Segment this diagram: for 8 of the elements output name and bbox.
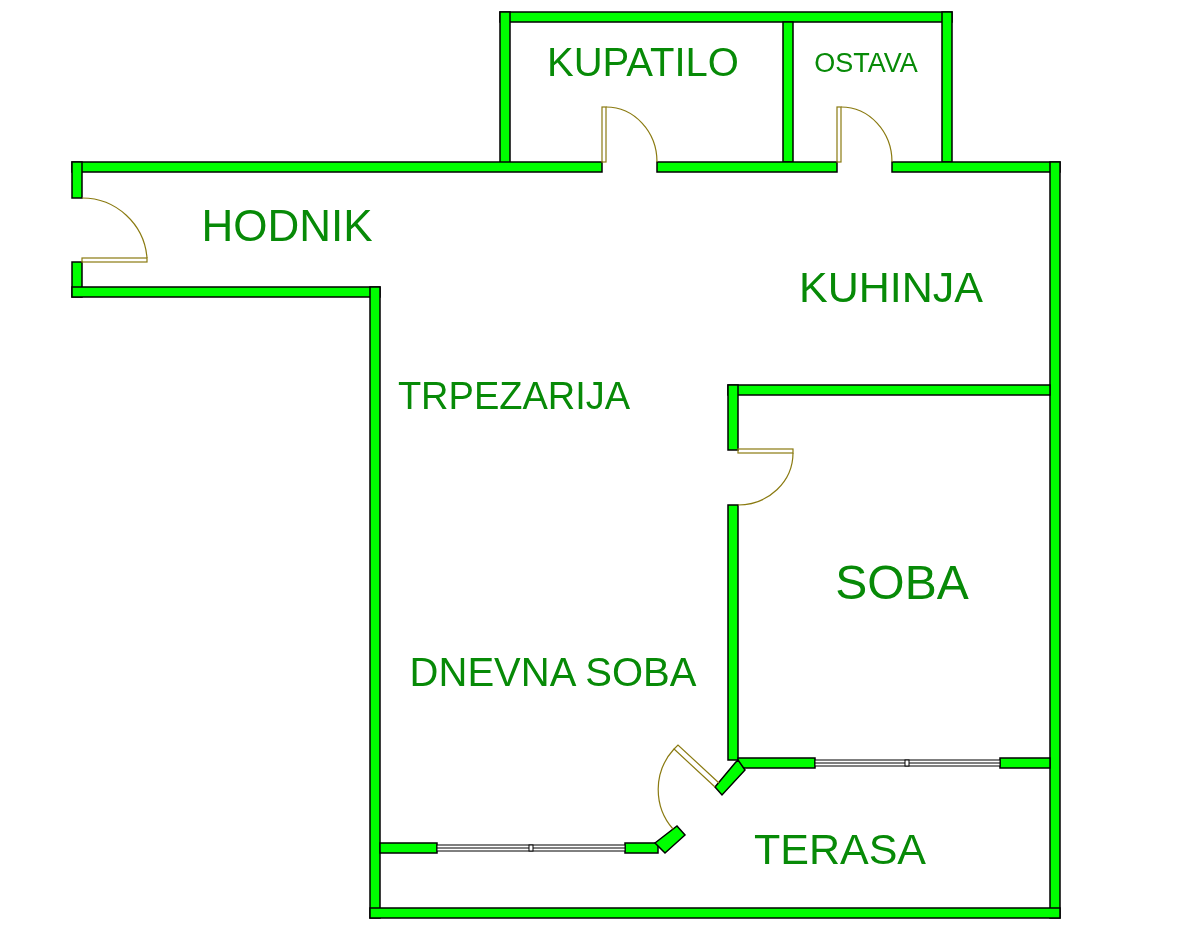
room-name: KUHINJA (799, 265, 983, 309)
room-name: KUPATILO (547, 42, 739, 82)
room-name: HODNIK (201, 204, 373, 248)
room-name: TRPEZARIJA (397, 377, 631, 415)
room-name: TERASA (754, 827, 926, 871)
room-name: SOBA (835, 559, 969, 607)
room-name: DNEVNA SOBA (409, 652, 697, 692)
room-name: OSTAVA (814, 49, 918, 77)
